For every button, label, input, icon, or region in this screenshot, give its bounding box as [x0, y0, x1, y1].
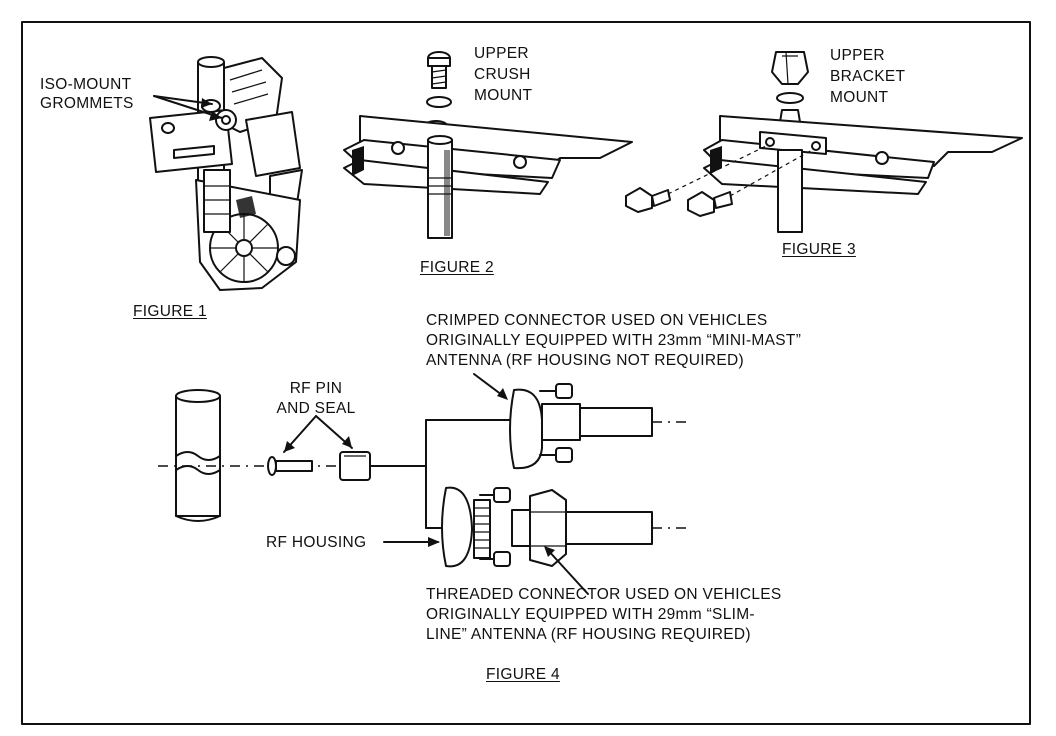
figure1-motor-assembly: [149, 56, 303, 291]
crimped-connector-note-line1: CRIMPED CONNECTOR USED ON VEHICLES: [426, 312, 768, 329]
bracket-mount-label-line2: BRACKET: [830, 68, 906, 85]
threaded-connector-note-line3: LINE” ANTENNA (RF HOUSING REQUIRED): [426, 626, 751, 643]
crush-mount-label-line2: CRUSH: [474, 66, 531, 83]
crimped-connector-note-line3: ANTENNA (RF HOUSING NOT REQUIRED): [426, 352, 744, 369]
iso-mount-label-line1: ISO-MOUNT: [40, 76, 132, 93]
threaded-connector-note-line1: THREADED CONNECTOR USED ON VEHICLES: [426, 586, 782, 603]
figure4-connectors: [158, 383, 690, 568]
figure3-bracket-mount: [625, 51, 1023, 233]
crimped-connector-note-line2: ORIGINALLY EQUIPPED WITH 23mm “MINI-MAST…: [426, 332, 802, 349]
threaded-connector-note-line2: ORIGINALLY EQUIPPED WITH 29mm “SLIM-: [426, 606, 755, 623]
bracket-mount-label-line3: MOUNT: [830, 89, 889, 106]
figure2-crush-mount: [343, 51, 633, 239]
figure1-caption: FIGURE 1: [133, 303, 207, 320]
frame-border: [21, 21, 1031, 725]
bracket-mount-label-line1: UPPER: [830, 47, 885, 64]
figure2-caption: FIGURE 2: [420, 259, 494, 276]
iso-mount-label-line2: GROMMETS: [40, 95, 134, 112]
figure4-caption: FIGURE 4: [486, 666, 560, 683]
rf-housing-label: RF HOUSING: [266, 534, 367, 551]
rf-pin-label-line1: RF PIN: [289, 380, 343, 397]
figure3-caption: FIGURE 3: [782, 241, 856, 258]
rf-pin-label-line2: AND SEAL: [276, 400, 356, 417]
crush-mount-label-line1: UPPER: [474, 45, 529, 62]
crush-mount-label-line3: MOUNT: [474, 87, 533, 104]
